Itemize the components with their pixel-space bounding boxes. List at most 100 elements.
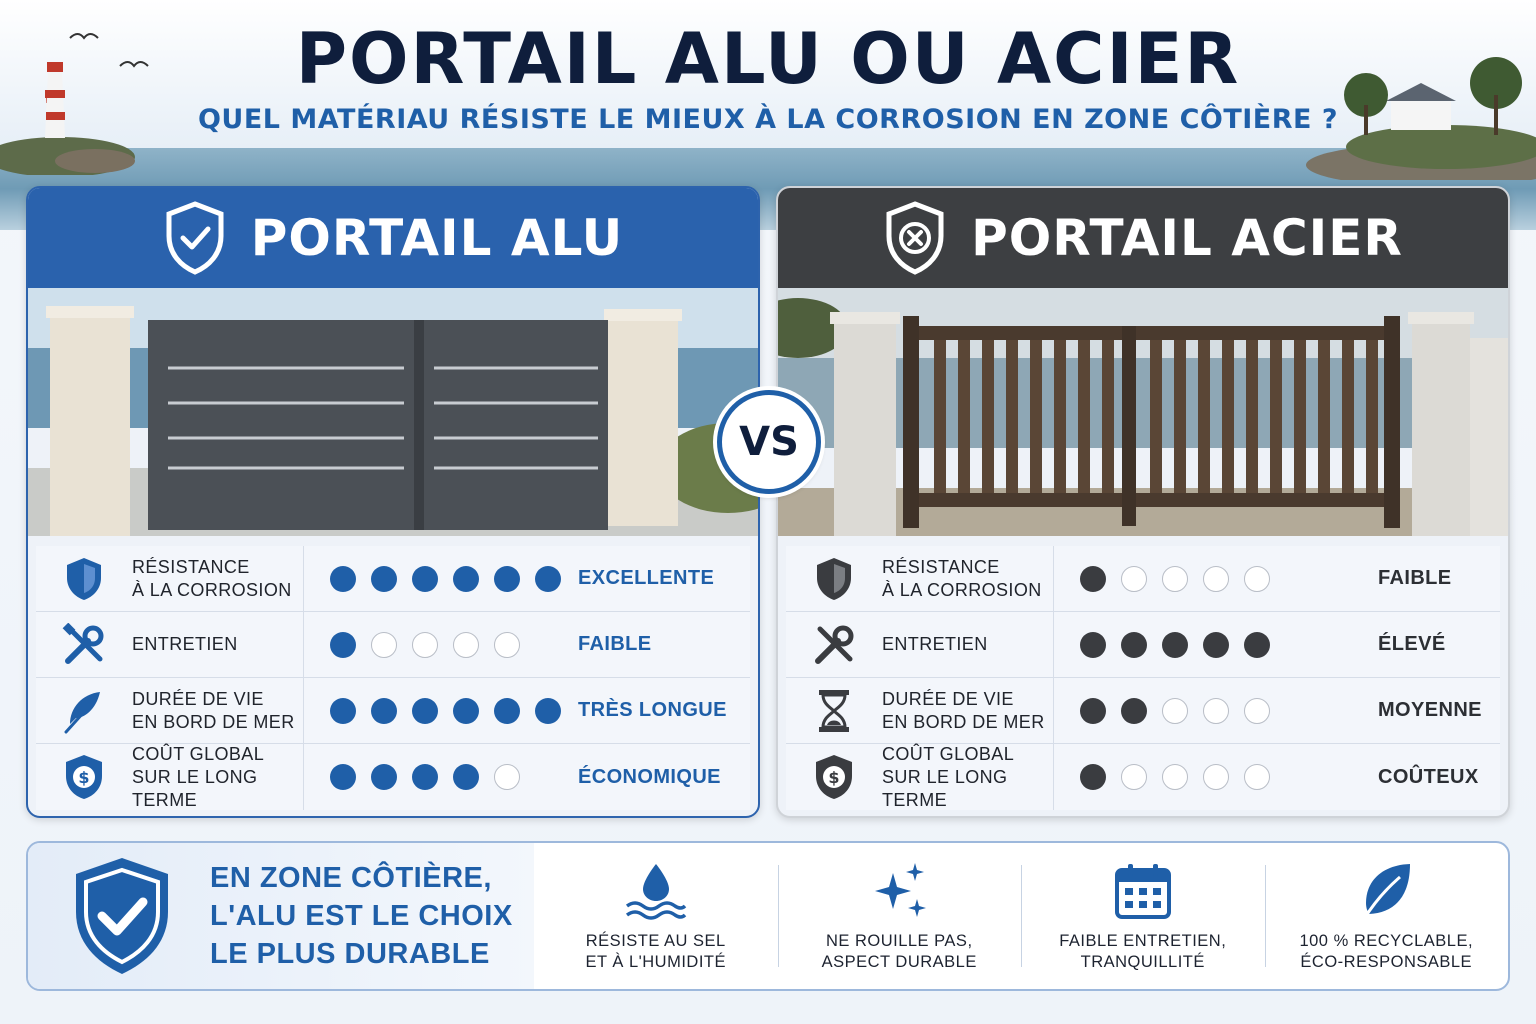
feature-recyclable: 100 % RECYCLABLE, ÉCO-RESPONSABLE (1264, 843, 1509, 989)
conclusion-text: EN ZONE CÔTIÈRE, L'ALU EST LE CHOIX LE P… (210, 859, 513, 973)
row-label-line-1: ENTRETIEN (132, 634, 238, 654)
rating-value: FAIBLE (1378, 567, 1452, 589)
feather-icon (64, 691, 100, 733)
row-label-line-1: COÛT GLOBAL (882, 743, 1015, 764)
acier-panel-title: PORTAIL ACIER (971, 209, 1403, 267)
rating-dot-filled (1121, 697, 1147, 724)
rating-dot-empty (371, 631, 397, 658)
rating-dot-filled (1080, 697, 1106, 724)
feature-no-rust: NE ROUILLE PAS,ASPECT DURABLE (777, 843, 1022, 989)
rating-dot-empty (453, 631, 479, 658)
rating-dots (1054, 565, 1312, 592)
rating-dot-filled (371, 697, 397, 724)
rating-dots (1054, 764, 1312, 790)
rating-value: ÉLEVÉ (1378, 633, 1446, 655)
rating-dot-filled (1203, 631, 1229, 658)
conclusion-line-1: EN ZONE CÔTIÈRE, (210, 862, 492, 894)
rating-dot-filled (1080, 764, 1106, 790)
rating-value: FAIBLE (578, 633, 652, 655)
feature-line-1: 100 % RECYCLABLE, (1299, 932, 1474, 950)
rating-dot-empty (1121, 764, 1147, 790)
rating-dot-empty (1203, 697, 1229, 724)
row-label-line-2: À LA CORROSION (132, 579, 292, 600)
rating-dot-filled (330, 697, 356, 724)
dollar-shield-icon: $ (66, 755, 102, 799)
rating-dot-filled (412, 565, 438, 592)
rating-dot-filled (535, 565, 561, 592)
feature-line-2: ÉCO-RESPONSABLE (1300, 953, 1473, 971)
seagulls-icon (69, 33, 149, 68)
row-label-line-2: SUR LE LONG TERME (132, 766, 258, 810)
rating-dot-empty (1203, 764, 1229, 790)
alu-row-entretien: ENTRETIEN FAIBLE (36, 612, 750, 678)
feature-low-maintenance: FAIBLE ENTRETIEN,TRANQUILLITÉ (1021, 843, 1265, 989)
conclusion-line-3: LE PLUS DURABLE (210, 938, 490, 970)
conclusion-line-2: L'ALU EST LE CHOIX (210, 900, 513, 932)
alu-panel-title: PORTAIL ALU (250, 209, 624, 267)
rating-dot-filled (1080, 631, 1106, 658)
rating-dot-empty (494, 764, 520, 790)
acier-row-entretien: ENTRETIEN ÉLEVÉ (786, 612, 1500, 678)
rating-dots (304, 565, 562, 592)
shield-x-icon (886, 201, 944, 275)
rating-dots (1054, 697, 1312, 724)
rating-dot-empty (1244, 697, 1270, 724)
lighthouse-icon (45, 62, 65, 138)
svg-text:$: $ (828, 768, 839, 787)
rating-value: COÛTEUX (1378, 765, 1479, 788)
rating-value: MOYENNE (1378, 699, 1482, 721)
row-label-line-2: EN BORD DE MER (882, 711, 1045, 732)
row-label-line-1: RÉSISTANCE (132, 556, 250, 577)
rating-dot-filled (1162, 631, 1188, 658)
rating-dot-filled (412, 764, 438, 790)
tools-icon (815, 625, 854, 664)
svg-text:$: $ (78, 768, 89, 787)
row-label-line-2: À LA CORROSION (882, 579, 1042, 600)
leaf-icon (1362, 864, 1411, 920)
row-label-line-2: SUR LE LONG TERME (882, 766, 1008, 810)
shield-icon (817, 557, 851, 600)
hourglass-icon (819, 689, 849, 732)
acier-panel-header: PORTAIL ACIER (778, 188, 1508, 288)
vs-badge: VS (717, 390, 821, 494)
tools-icon (62, 622, 104, 664)
rating-dot-empty (1244, 565, 1270, 592)
row-label-line-1: COÛT GLOBAL (132, 743, 265, 764)
rating-dot-filled (412, 697, 438, 724)
row-label-line-1: DURÉE DE VIE (132, 688, 264, 709)
rating-dot-empty (1162, 764, 1188, 790)
rating-value: EXCELLENTE (578, 567, 715, 589)
shield-check-icon (166, 201, 224, 275)
rating-dot-empty (1203, 565, 1229, 592)
rating-value: ÉCONOMIQUE (578, 765, 721, 788)
calendar-icon (1114, 864, 1171, 919)
rating-dot-filled (1080, 565, 1106, 592)
rating-dot-filled (1121, 631, 1147, 658)
rating-dot-empty (1244, 764, 1270, 790)
rating-dot-filled (535, 697, 561, 724)
sparkles-icon (875, 863, 927, 917)
water-drop-icon (625, 864, 686, 920)
rating-dot-filled (330, 565, 356, 592)
shield-check-icon (76, 858, 168, 974)
rating-dot-empty (1121, 565, 1147, 592)
rating-dot-filled (371, 764, 397, 790)
dollar-shield-icon: $ (816, 755, 852, 799)
page-title: PORTAIL ALU OU ACIER (295, 18, 1241, 100)
alu-gate-photo (28, 288, 758, 536)
rating-dots (304, 697, 562, 724)
row-label-line-1: ENTRETIEN (882, 634, 988, 654)
rating-dot-filled (453, 764, 479, 790)
rating-dots (304, 764, 562, 790)
feature-line-1: RÉSISTE AU SEL (585, 932, 726, 950)
row-label-line-1: DURÉE DE VIE (882, 688, 1014, 709)
